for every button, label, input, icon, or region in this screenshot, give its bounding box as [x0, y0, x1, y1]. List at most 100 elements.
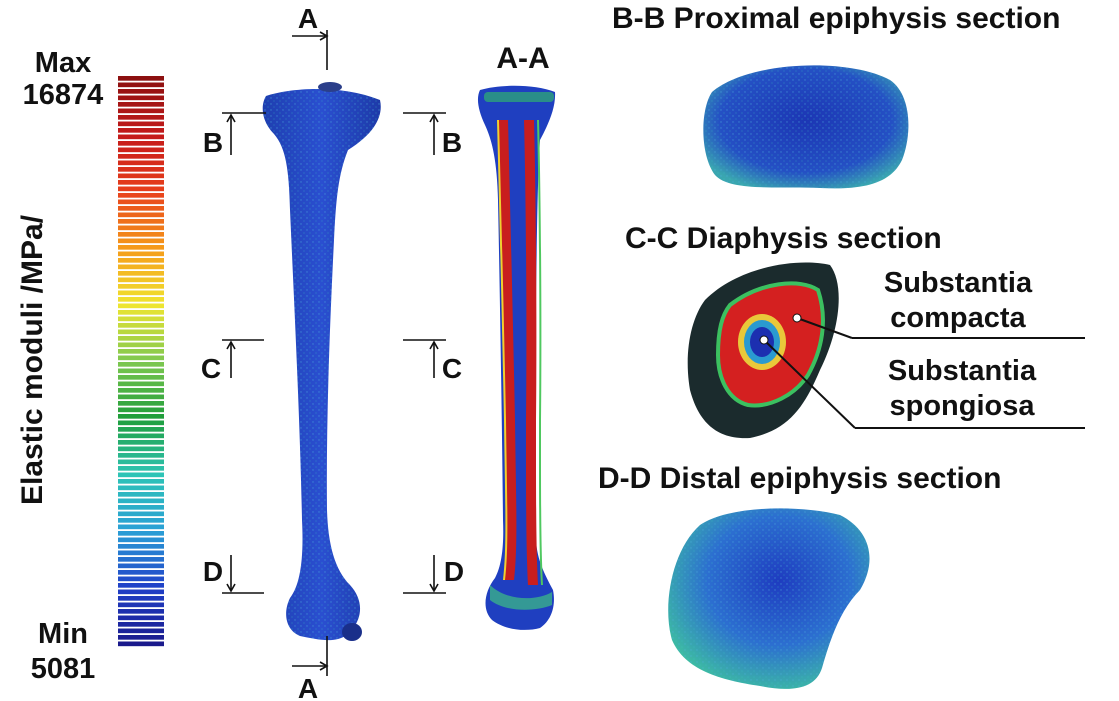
mark-b-right: B	[442, 127, 462, 158]
bb-section-title: B-B Proximal epiphysis section	[612, 2, 1060, 35]
cross-section-title: A-A	[496, 42, 549, 75]
colorbar-stripe	[118, 355, 164, 361]
colorbar-stripe	[118, 498, 164, 504]
colorbar-stripe	[118, 323, 164, 328]
colorbar-stripe	[118, 414, 164, 419]
colorbar-stripe	[118, 472, 164, 478]
colorbar-stripe	[118, 342, 164, 348]
colorbar-stripe	[118, 206, 164, 211]
mark-a-bottom: A	[298, 673, 318, 701]
colorbar-stripe	[118, 622, 164, 627]
cc-section-title: C-C Diaphysis section	[625, 222, 942, 255]
colorbar-stripe	[118, 589, 164, 595]
colorbar-stripe	[118, 602, 164, 608]
bb-section-image	[703, 65, 909, 189]
spongiosa-label-line2: spongiosa	[889, 390, 1035, 422]
colorbar-min-label: Min	[38, 618, 88, 650]
colorbar-stripe	[118, 271, 164, 276]
colorbar-stripe	[118, 108, 164, 114]
colorbar-stripe	[118, 199, 164, 205]
colorbar-stripe	[118, 459, 164, 465]
colorbar-stripe	[118, 102, 164, 107]
colorbar-stripe	[118, 193, 164, 198]
colorbar-stripe	[118, 264, 164, 270]
mark-b-left: B	[203, 127, 223, 158]
colorbar-stripe	[118, 232, 164, 237]
colorbar-stripe	[118, 245, 164, 250]
colorbar-stripe	[118, 511, 164, 517]
colorbar-stripe	[118, 628, 164, 634]
colorbar-stripe	[118, 173, 164, 179]
colorbar-stripe	[118, 89, 164, 94]
colorbar-max-label: Max	[35, 47, 91, 79]
dd-section-image	[668, 508, 870, 689]
colorbar-stripe	[118, 115, 164, 120]
colorbar-stripe	[118, 563, 164, 569]
colorbar-stripe	[118, 251, 164, 257]
spongiosa-pointer-dot	[759, 335, 769, 345]
colorbar-stripe	[118, 134, 164, 140]
colorbar-stripe	[118, 180, 164, 185]
colorbar-stripe	[118, 95, 164, 101]
colorbar-stripe	[118, 362, 164, 367]
colorbar-stripe	[118, 583, 164, 588]
colorbar-stripe	[118, 407, 164, 413]
colorbar-stripe	[118, 297, 164, 302]
colorbar-stripe	[118, 277, 164, 283]
mark-c-right: C	[442, 353, 462, 384]
colorbar-stripe	[118, 531, 164, 536]
colorbar-stripe	[118, 570, 164, 575]
colorbar-stripe	[118, 225, 164, 231]
colorbar-stripe	[118, 368, 164, 374]
colorbar-stripe	[118, 284, 164, 289]
colorbar-stripe	[118, 316, 164, 322]
colorbar-stripe	[118, 635, 164, 640]
cc-section-image	[687, 262, 839, 439]
colorbar-stripe	[118, 550, 164, 556]
colorbar-stripe	[118, 485, 164, 491]
colorbar-stripe	[118, 394, 164, 400]
colorbar-stripe	[118, 641, 164, 647]
colorbar-stripe	[118, 219, 164, 224]
compacta-label-line2: compacta	[890, 302, 1026, 334]
colorbar-stripe	[118, 147, 164, 153]
colorbar-stripe	[118, 238, 164, 244]
colorbar	[118, 76, 164, 647]
colorbar-stripe	[118, 537, 164, 543]
colorbar-stripe	[118, 505, 164, 510]
compacta-pointer-dot	[792, 313, 802, 323]
compacta-label-line1: Substantia	[884, 267, 1033, 299]
colorbar-stripe	[118, 375, 164, 380]
colorbar-stripe	[118, 167, 164, 172]
colorbar-axis-label: Elastic moduli /MPa/	[16, 214, 49, 505]
colorbar-stripe	[118, 440, 164, 445]
colorbar-stripe	[118, 453, 164, 458]
colorbar-stripe	[118, 401, 164, 406]
colorbar-stripe	[118, 121, 164, 127]
colorbar-stripe	[118, 310, 164, 315]
colorbar-stripe	[118, 76, 164, 81]
colorbar-stripe	[118, 557, 164, 562]
colorbar-stripe	[118, 524, 164, 530]
colorbar-stripe	[118, 479, 164, 484]
colorbar-stripe	[118, 349, 164, 354]
colorbar-min-value: 5081	[31, 653, 96, 685]
colorbar-stripe	[118, 329, 164, 335]
colorbar-stripe	[118, 82, 164, 88]
mark-c-left: C	[201, 353, 221, 384]
colorbar-stripe	[118, 433, 164, 439]
bone-outer-view	[262, 82, 381, 641]
colorbar-stripe	[118, 154, 164, 159]
colorbar-stripe	[118, 160, 164, 166]
colorbar-max-value: 16874	[23, 79, 104, 111]
colorbar-stripe	[118, 388, 164, 393]
colorbar-stripe	[118, 420, 164, 426]
colorbar-stripe	[118, 212, 164, 218]
dd-section-title: D-D Distal epiphysis section	[598, 462, 1001, 495]
colorbar-stripe	[118, 544, 164, 549]
colorbar-stripe	[118, 427, 164, 432]
colorbar-stripe	[118, 596, 164, 601]
spongiosa-label-line1: Substantia	[888, 355, 1037, 387]
colorbar-stripe	[118, 258, 164, 263]
colorbar-stripe	[118, 615, 164, 621]
